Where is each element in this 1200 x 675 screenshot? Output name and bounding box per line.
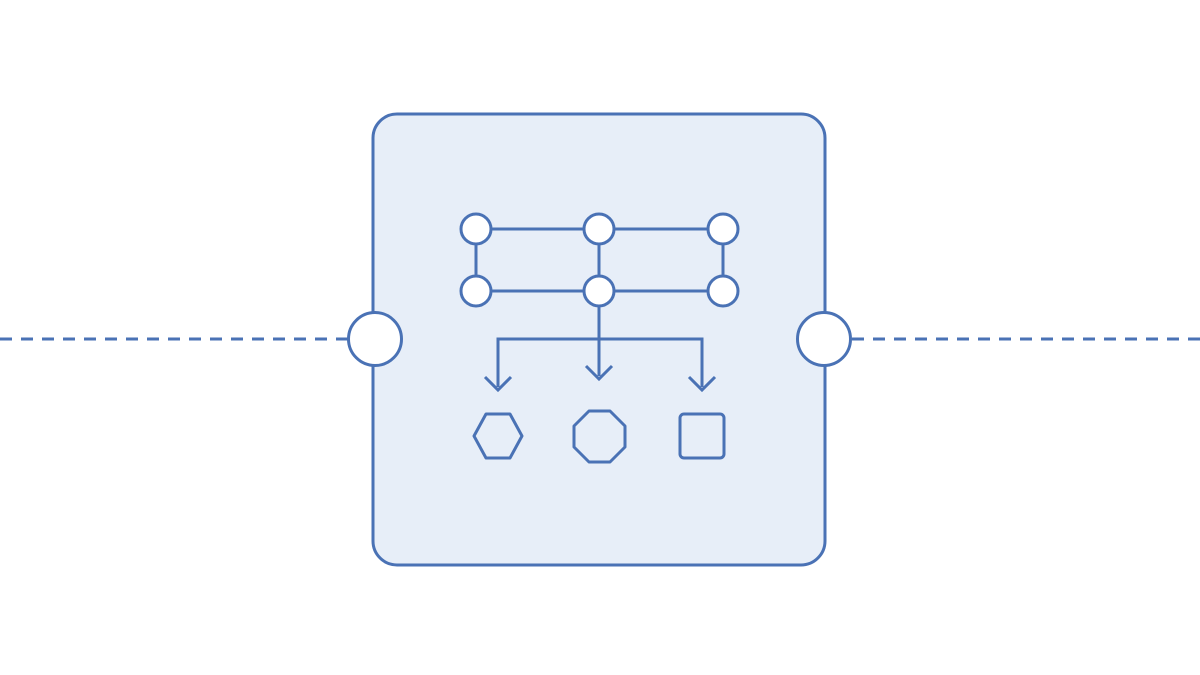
- branch-lines: [496, 306, 704, 387]
- input-port[interactable]: [347, 311, 403, 367]
- grid-node-bottom-left: [459, 274, 493, 308]
- grid-node-bottom-right: [706, 274, 740, 308]
- grid-node-top-right: [706, 212, 740, 246]
- grid-node-top-center: [582, 212, 616, 246]
- diamond-icon: [572, 409, 627, 464]
- grid-node-bottom-center: [582, 274, 616, 308]
- output-port[interactable]: [796, 311, 852, 367]
- arrow-head-center: [584, 364, 614, 382]
- hexagon-icon: [472, 412, 524, 460]
- arrow-head-left: [483, 375, 513, 393]
- arrow-head-right: [687, 375, 717, 393]
- grid-node-top-left: [459, 212, 493, 246]
- square-icon: [678, 412, 726, 460]
- workflow-branching-icon: [459, 212, 740, 464]
